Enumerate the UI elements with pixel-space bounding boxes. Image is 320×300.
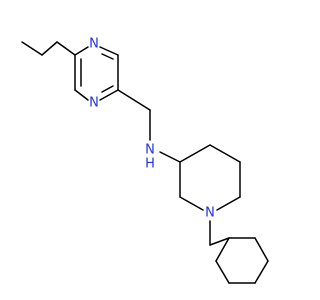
bond (99, 89, 119, 101)
bond (99, 46, 119, 56)
atom-n-pyrimidine-top: N (89, 37, 99, 52)
bond (216, 196, 241, 211)
bond (56, 41, 76, 56)
bond (209, 237, 230, 246)
bond (215, 237, 230, 262)
bond (74, 46, 89, 56)
structure-canvas: N N N H N (21, 37, 269, 284)
bond (254, 237, 269, 262)
bond (117, 89, 151, 111)
bond (179, 144, 211, 163)
bonds (21, 41, 269, 284)
bond (41, 41, 58, 56)
bond (179, 196, 204, 211)
bond (74, 89, 89, 101)
bond (159, 151, 181, 163)
bond (101, 53, 114, 60)
bond (21, 41, 43, 56)
atom-n-piperidine: N (205, 206, 215, 221)
bond (254, 260, 269, 284)
bond (209, 144, 241, 163)
atom-n-amine: N (145, 143, 155, 158)
bond (101, 85, 114, 93)
atom-labels: N N N H N (89, 37, 215, 221)
molecule-diagram: N N N H N (21, 37, 269, 284)
atom-h-amine: H (145, 157, 155, 172)
atom-n-pyrimidine-bottom: N (89, 96, 99, 111)
bond (215, 260, 230, 284)
